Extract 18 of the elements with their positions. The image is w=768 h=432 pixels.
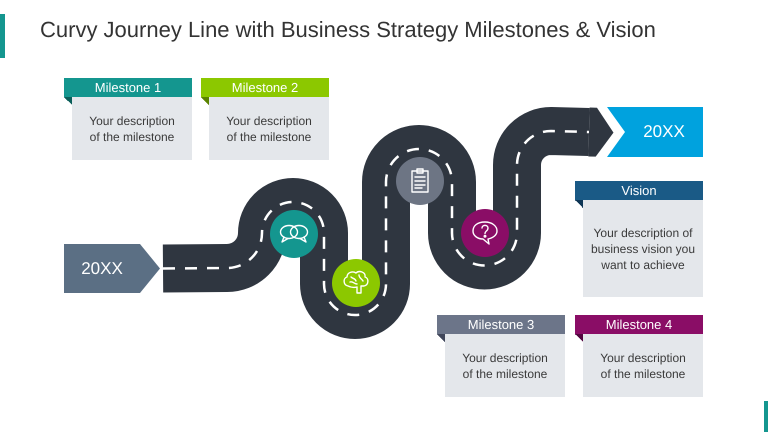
milestone-card	[575, 315, 703, 397]
milestone-description: Your description of the milestone	[209, 97, 329, 160]
vision-heading: Vision	[575, 181, 703, 200]
milestone-heading: Milestone 3	[437, 315, 565, 334]
end-year-tag: 20XX	[607, 107, 703, 157]
milestone-card	[201, 78, 329, 160]
milestone-card	[64, 78, 192, 160]
milestone-heading: Milestone 2	[201, 78, 329, 97]
vision-description: Your description of business vision you want to achieve	[583, 200, 703, 297]
road	[162, 107, 614, 339]
vision-card	[575, 181, 703, 297]
slide-title: Curvy Journey Line with Business Strategy Milestones & Vision	[40, 17, 656, 43]
milestone-description: Your description of the milestone	[72, 97, 192, 160]
milestone-card	[437, 315, 565, 397]
milestone-heading: Milestone 4	[575, 315, 703, 334]
milestone-description: Your description of the milestone	[583, 334, 703, 397]
milestone-heading: Milestone 1	[64, 78, 192, 97]
milestone-description: Your description of the milestone	[445, 334, 565, 397]
